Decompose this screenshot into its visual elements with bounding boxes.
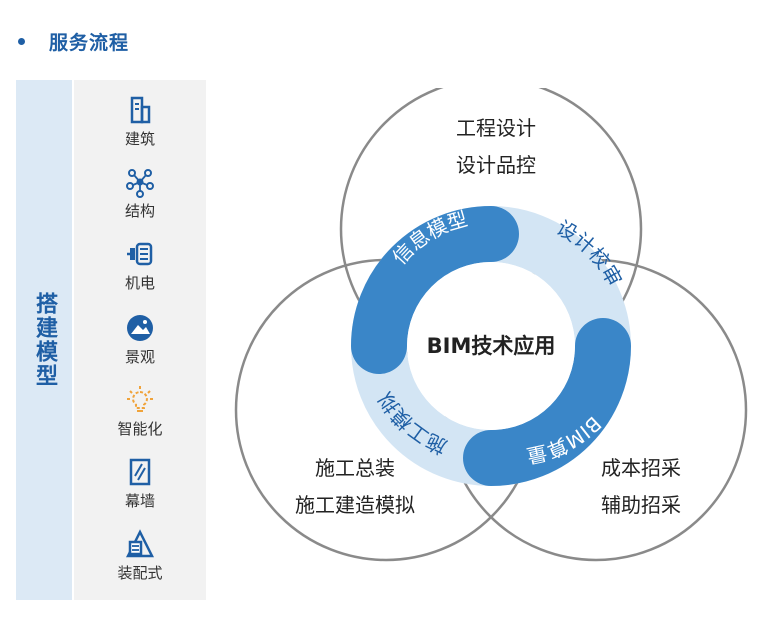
model-item-label: 结构	[124, 202, 155, 220]
mep-motor-icon	[127, 242, 153, 266]
cost-circle-line2: 辅助招采	[601, 493, 681, 517]
sidebar-category-label: 搭建模型	[16, 80, 72, 600]
model-item-label: 机电	[124, 274, 155, 292]
construction-circle-line1: 施工总装	[315, 456, 395, 480]
model-item-structure: 结构	[74, 166, 206, 232]
model-item-intelligent: 智能化	[74, 384, 206, 450]
model-item-label: 建筑	[124, 130, 155, 148]
landscape-icon	[127, 315, 153, 341]
structure-network-icon	[126, 169, 154, 198]
design-circle-line1: 工程设计	[456, 116, 536, 140]
curtain-wall-icon	[129, 458, 151, 486]
bim-center-label: BIM技术应用	[427, 334, 556, 358]
construction-circle-line2: 施工建造模拟	[295, 493, 415, 517]
model-item-architecture: 建筑	[74, 94, 206, 160]
model-type-panel: 建筑 结构 机电	[74, 80, 206, 600]
model-item-label: 智能化	[117, 420, 163, 438]
model-item-label: 景观	[124, 348, 155, 366]
model-item-curtain-wall: 幕墙	[74, 456, 206, 522]
bim-venn-diagram: BIM技术应用 信息模型 设计校审 BIM算量 施工模拟 工程设计 设计品控 施…	[234, 88, 748, 562]
prefab-icon	[125, 529, 155, 558]
ring-segment-bim-quantity	[463, 318, 631, 486]
sidebar-category-text: 搭建模型	[32, 292, 57, 388]
model-item-landscape: 景观	[74, 312, 206, 378]
model-item-label: 幕墙	[124, 492, 155, 510]
cost-circle-line1: 成本招采	[601, 456, 681, 480]
building-icon	[130, 96, 151, 124]
design-circle-line2: 设计品控	[456, 153, 536, 177]
bullet-dot	[18, 37, 25, 45]
model-item-label: 装配式	[117, 564, 163, 582]
bim-center-disc	[407, 262, 575, 430]
model-item-mep: 机电	[74, 238, 206, 304]
ring-segment-info-model	[351, 206, 519, 374]
model-item-prefab: 装配式	[74, 528, 206, 594]
section-heading: 服务流程	[18, 26, 129, 56]
section-title: 服务流程	[49, 31, 130, 54]
lightbulb-icon	[127, 386, 153, 412]
